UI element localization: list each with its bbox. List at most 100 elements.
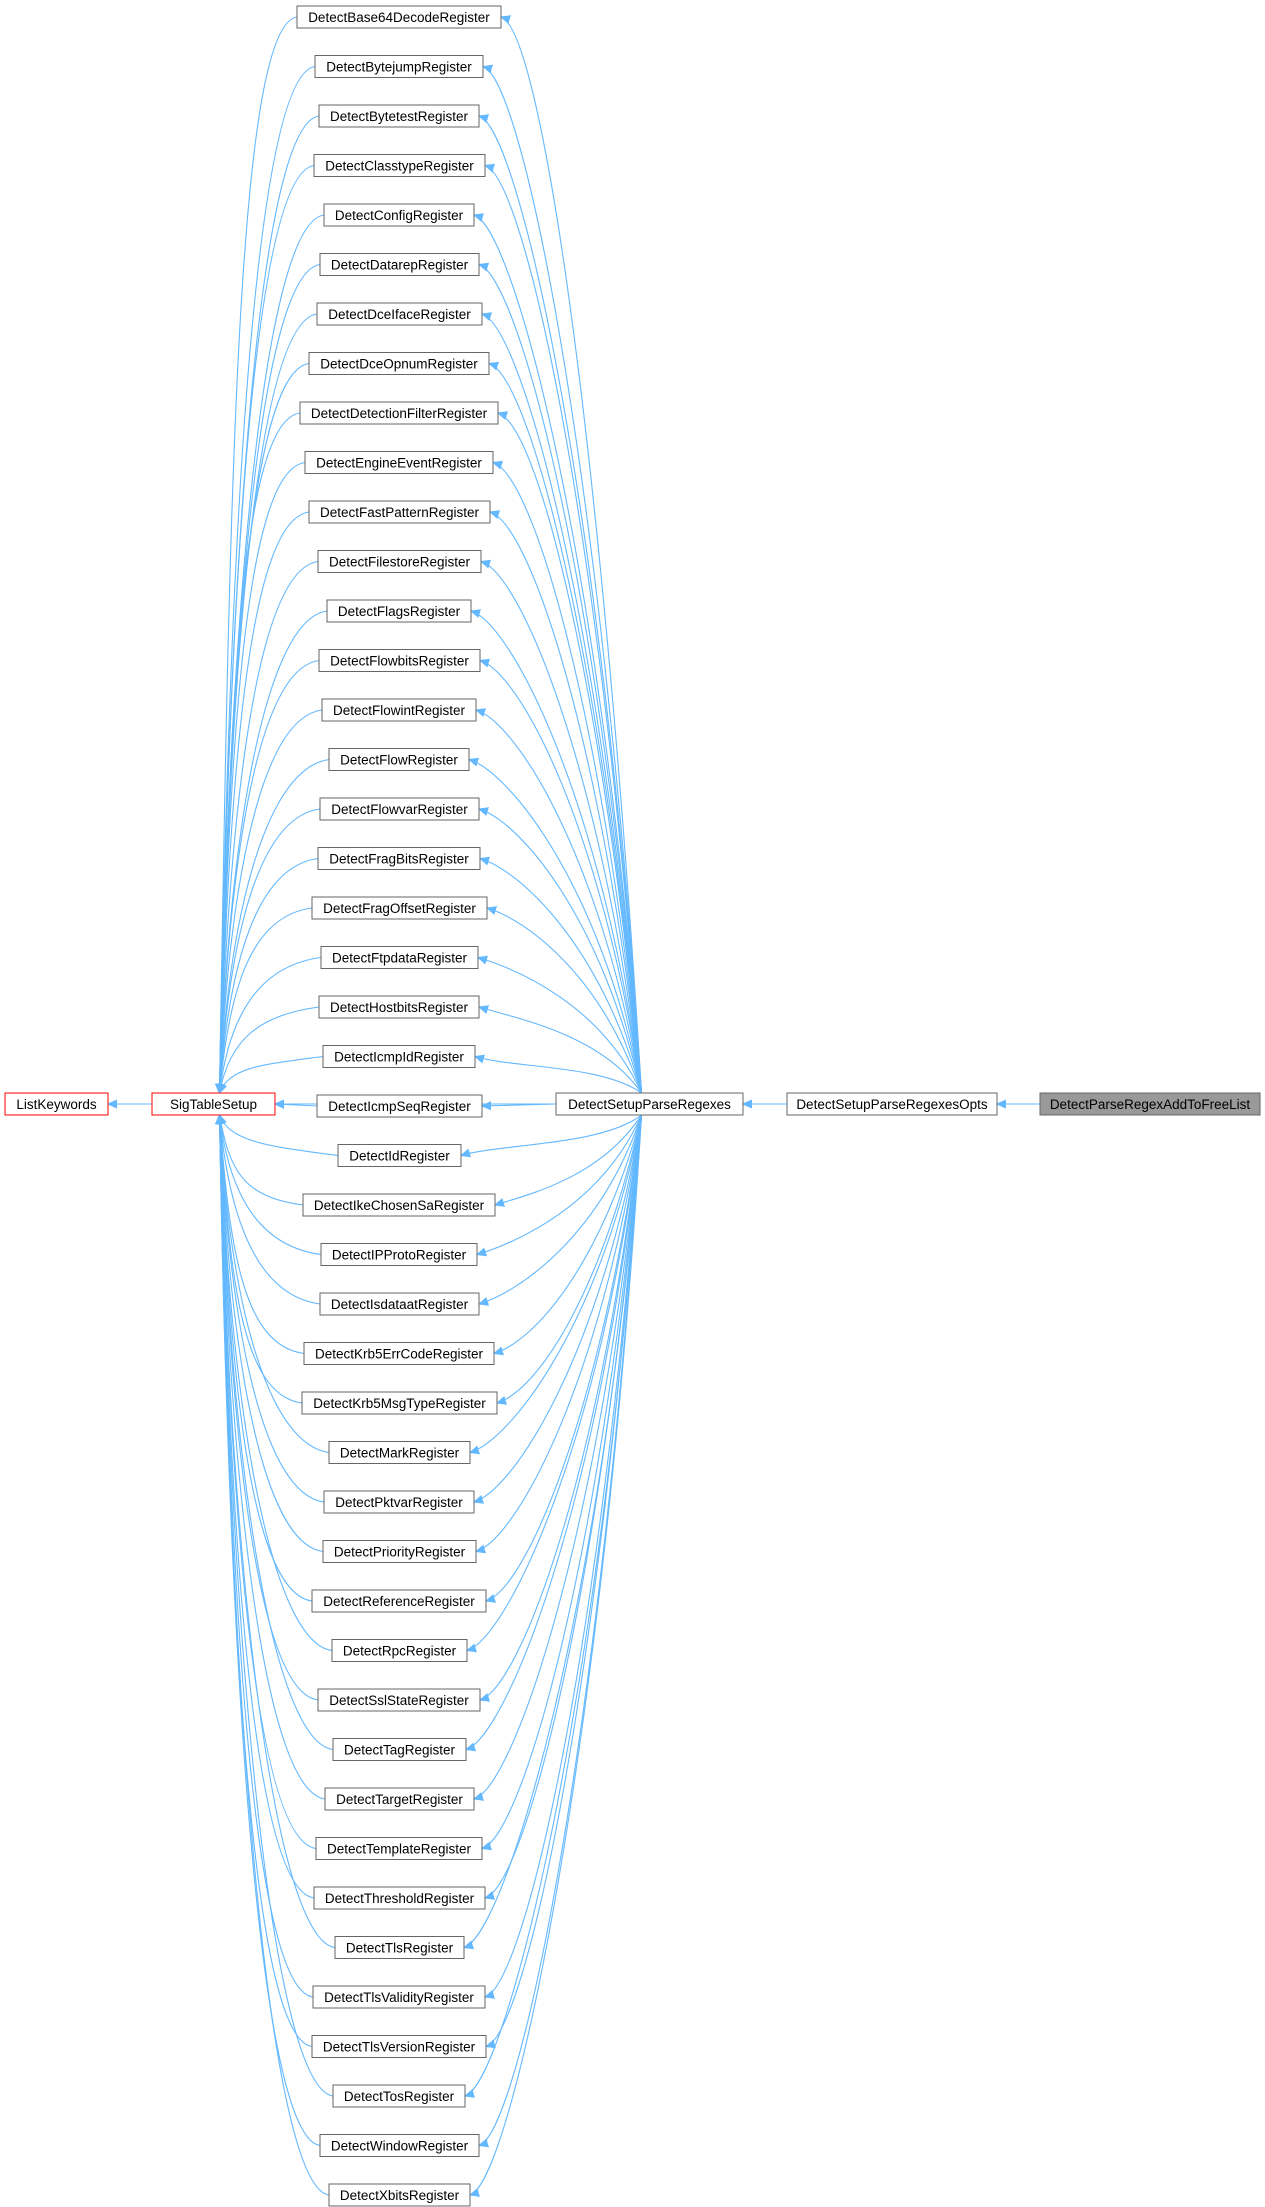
edge-regexes-to-detect-tos-register xyxy=(465,1114,643,2096)
node-detect-tos-register[interactable]: DetectTosRegister xyxy=(332,2084,466,2108)
node-detect-bytetest-register[interactable]: DetectBytetestRegister xyxy=(318,104,480,128)
node-detect-setup-parse-regexes-label: DetectSetupParseRegexes xyxy=(568,1097,731,1112)
edge-detect-icmp-seq-register-to-sigtablesetup xyxy=(275,1104,318,1106)
edge-regexes-to-detect-window-register xyxy=(479,1114,643,2146)
node-detect-setup-parse-regexes[interactable]: DetectSetupParseRegexes xyxy=(555,1092,744,1116)
edge-detect-tls-register-to-sigtablesetup xyxy=(220,1115,336,1949)
node-detect-flow-register[interactable]: DetectFlowRegister xyxy=(328,748,470,771)
node-detect-base64-decode-register-label: DetectBase64DecodeRegister xyxy=(308,10,490,25)
node-detect-tls-version-register[interactable]: DetectTlsVersionRegister xyxy=(311,2035,487,2058)
node-detect-icmp-seq-register[interactable]: DetectIcmpSeqRegister xyxy=(316,1094,483,1118)
node-detect-flags-register[interactable]: DetectFlagsRegister xyxy=(326,599,472,623)
edge-detect-template-register-to-sigtablesetup xyxy=(220,1115,317,1850)
node-detect-bytejump-register-box xyxy=(314,55,484,78)
edge-detect-krb5-err-code-register-to-sigtablesetup xyxy=(220,1115,305,1355)
edge-regexes-to-detect-engine-event-register xyxy=(493,463,643,1094)
node-detect-tls-validity-register-box xyxy=(312,1985,486,2009)
node-detect-reference-register[interactable]: DetectReferenceRegister xyxy=(311,1589,487,1613)
node-detect-ssl-state-register[interactable]: DetectSslStateRegister xyxy=(317,1688,481,1712)
node-detect-rpc-register[interactable]: DetectRpcRegister xyxy=(331,1639,468,1662)
node-detect-mark-register[interactable]: DetectMarkRegister xyxy=(328,1441,471,1464)
edge-detect-tos-register-to-sigtablesetup xyxy=(220,1115,334,2097)
edge-regexes-to-detect-flowvar-register xyxy=(479,809,643,1094)
edge-detect-bytejump-register-to-sigtablesetup xyxy=(220,65,316,1094)
node-detect-hostbits-register[interactable]: DetectHostbitsRegister xyxy=(318,995,480,1019)
node-detect-datarep-register[interactable]: DetectDatarepRegister xyxy=(319,253,480,276)
node-detect-krb5-msg-type-register[interactable]: DetectKrb5MsgTypeRegister xyxy=(301,1391,498,1415)
edge-detect-base64-decode-register-to-sigtablesetup xyxy=(220,16,298,1093)
node-detect-id-register[interactable]: DetectIdRegister xyxy=(337,1144,462,1167)
node-sig-table-setup[interactable]: SigTableSetup xyxy=(151,1092,276,1116)
node-detect-tls-validity-register[interactable]: DetectTlsValidityRegister xyxy=(312,1985,486,2009)
node-detect-target-register[interactable]: DetectTargetRegister xyxy=(324,1787,475,1811)
node-detect-pktvar-register[interactable]: DetectPktvarRegister xyxy=(323,1490,475,1514)
node-detect-flowbits-register[interactable]: DetectFlowbitsRegister xyxy=(318,649,481,672)
node-detect-bytetest-register-box xyxy=(318,104,480,128)
edge-regexes-to-detect-bytetest-register xyxy=(479,116,643,1094)
node-detect-ip-proto-register[interactable]: DetectIPProtoRegister xyxy=(320,1243,478,1266)
node-detect-classtype-register[interactable]: DetectClasstypeRegister xyxy=(313,154,486,177)
node-detect-frag-offset-register[interactable]: DetectFragOffsetRegister xyxy=(311,896,488,920)
node-detect-priority-register[interactable]: DetectPriorityRegister xyxy=(322,1540,477,1563)
node-detect-parse-regex-add-to-free-list-label: DetectParseRegexAddToFreeList xyxy=(1050,1097,1251,1112)
node-detect-classtype-register-box xyxy=(313,154,486,177)
node-list-keywords[interactable]: ListKeywords xyxy=(4,1092,109,1116)
node-detect-tls-register[interactable]: DetectTlsRegister xyxy=(334,1936,465,1959)
node-detect-tag-register[interactable]: DetectTagRegister xyxy=(332,1738,467,1761)
node-detect-icmp-id-register-box xyxy=(322,1045,476,1068)
edge-regexes-to-detect-tag-register xyxy=(466,1114,643,1750)
node-detect-bytejump-register-label: DetectBytejumpRegister xyxy=(326,60,472,75)
node-detect-tag-register-box xyxy=(332,1738,467,1761)
node-detect-datarep-register-label: DetectDatarepRegister xyxy=(331,258,469,273)
node-detect-bytejump-register[interactable]: DetectBytejumpRegister xyxy=(314,55,484,78)
node-detect-template-register[interactable]: DetectTemplateRegister xyxy=(315,1837,483,1860)
node-detect-datarep-register-box xyxy=(319,253,480,276)
node-detect-flowint-register[interactable]: DetectFlowintRegister xyxy=(321,698,477,722)
edge-detect-rpc-register-to-sigtablesetup xyxy=(220,1115,333,1652)
node-detect-frag-offset-register-box xyxy=(311,896,488,920)
edge-regexes-to-detect-icmp-seq-register xyxy=(482,1104,557,1106)
node-detect-dce-iface-register[interactable]: DetectDceIfaceRegister xyxy=(316,302,483,326)
node-detect-id-register-label: DetectIdRegister xyxy=(349,1149,450,1164)
node-detect-config-register[interactable]: DetectConfigRegister xyxy=(323,203,475,227)
node-detect-ip-proto-register-box xyxy=(320,1243,478,1266)
node-detect-setup-parse-regexes-opts[interactable]: DetectSetupParseRegexesOpts xyxy=(786,1092,998,1116)
node-detect-detection-filter-register[interactable]: DetectDetectionFilterRegister xyxy=(299,401,499,425)
node-detect-dce-opnum-register[interactable]: DetectDceOpnumRegister xyxy=(308,352,490,375)
edge-regexes-to-detect-isdataat-register xyxy=(479,1114,643,1304)
edge-regexes-to-detect-mark-register xyxy=(470,1114,643,1453)
node-detect-flags-register-box xyxy=(326,599,472,623)
edge-detect-icmp-id-register-to-sigtablesetup xyxy=(220,1055,324,1094)
node-detect-fast-pattern-register[interactable]: DetectFastPatternRegister xyxy=(308,500,491,524)
node-detect-engine-event-register[interactable]: DetectEngineEventRegister xyxy=(304,451,494,474)
node-detect-flowvar-register[interactable]: DetectFlowvarRegister xyxy=(319,797,480,821)
edge-regexes-to-detect-pktvar-register xyxy=(474,1114,643,1502)
node-sig-table-setup-box xyxy=(151,1092,276,1116)
node-detect-frag-offset-register-label: DetectFragOffsetRegister xyxy=(323,901,476,916)
node-detect-dce-iface-register-label: DetectDceIfaceRegister xyxy=(328,307,471,322)
node-detect-xbits-register[interactable]: DetectXbitsRegister xyxy=(328,2183,471,2207)
node-detect-filestore-register[interactable]: DetectFilestoreRegister xyxy=(317,550,482,573)
node-detect-ftpdata-register-label: DetectFtpdataRegister xyxy=(332,951,468,966)
edge-detect-detection-filter-register-to-sigtablesetup xyxy=(220,412,301,1093)
node-detect-flowint-register-label: DetectFlowintRegister xyxy=(333,703,466,718)
node-detect-dce-opnum-register-label: DetectDceOpnumRegister xyxy=(320,357,478,372)
node-detect-icmp-id-register[interactable]: DetectIcmpIdRegister xyxy=(322,1045,476,1068)
node-detect-ftpdata-register[interactable]: DetectFtpdataRegister xyxy=(320,946,479,969)
edge-regexes-to-detect-id-register xyxy=(461,1114,642,1156)
node-detect-krb5-err-code-register[interactable]: DetectKrb5ErrCodeRegister xyxy=(303,1342,495,1365)
node-detect-tls-register-label: DetectTlsRegister xyxy=(346,1941,454,1956)
node-detect-parse-regex-add-to-free-list-box xyxy=(1039,1092,1261,1116)
node-detect-isdataat-register[interactable]: DetectIsdataatRegister xyxy=(319,1292,480,1316)
node-detect-threshold-register[interactable]: DetectThresholdRegister xyxy=(313,1886,486,1910)
node-detect-frag-bits-register[interactable]: DetectFragBitsRegister xyxy=(317,847,481,870)
node-detect-parse-regex-add-to-free-list[interactable]: DetectParseRegexAddToFreeList xyxy=(1039,1092,1261,1116)
node-detect-hostbits-register-label: DetectHostbitsRegister xyxy=(330,1000,469,1015)
edge-detect-ip-proto-register-to-sigtablesetup xyxy=(220,1115,322,1256)
node-detect-ike-chosen-sa-register[interactable]: DetectIkeChosenSaRegister xyxy=(302,1193,496,1217)
node-detect-base64-decode-register[interactable]: DetectBase64DecodeRegister xyxy=(296,5,502,29)
node-detect-window-register[interactable]: DetectWindowRegister xyxy=(319,2134,480,2157)
node-detect-isdataat-register-box xyxy=(319,1292,480,1316)
edge-detect-classtype-register-to-sigtablesetup xyxy=(220,164,315,1094)
